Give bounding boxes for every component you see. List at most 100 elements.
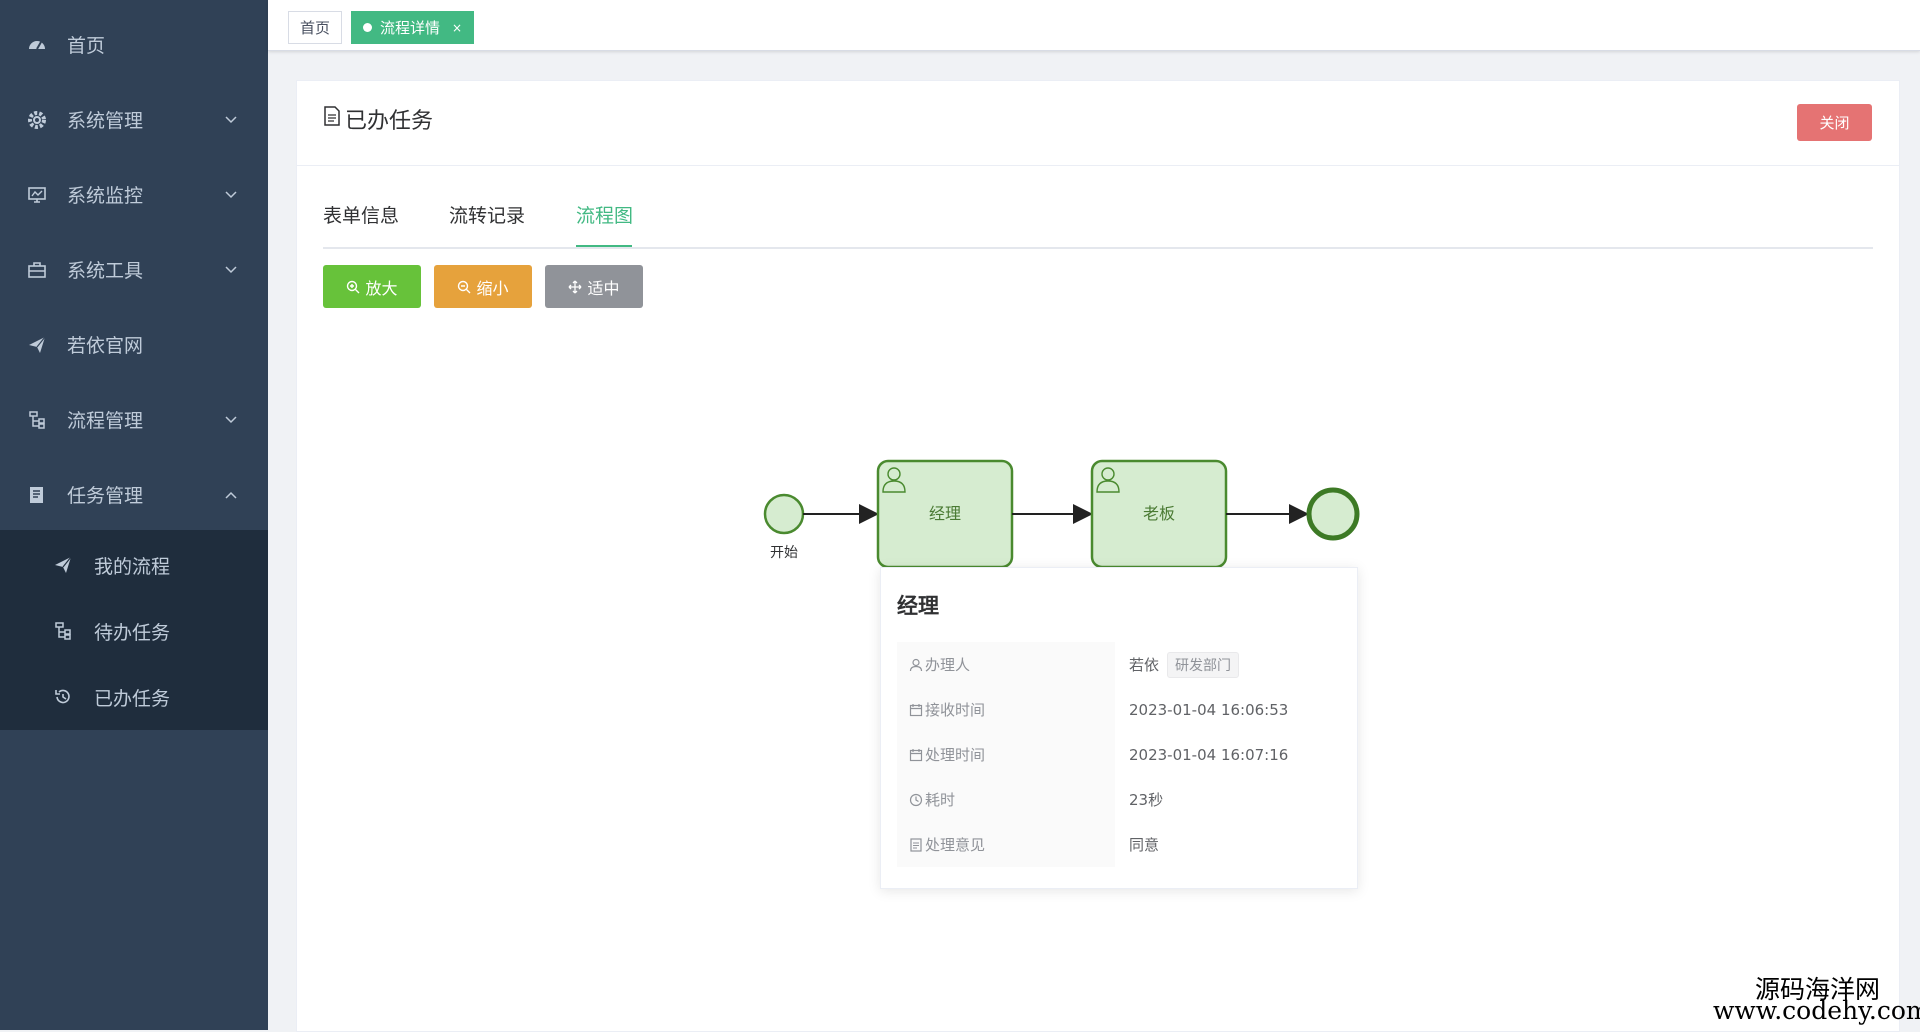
assignee-name: 若依 xyxy=(1129,656,1160,674)
zoom-out-button[interactable]: 缩小 xyxy=(434,265,532,308)
toolbox-icon xyxy=(26,259,48,281)
calendar-icon xyxy=(909,703,923,717)
chevron-down-icon xyxy=(224,113,238,127)
sidebar-item-label: 流程管理 xyxy=(67,410,144,432)
detail-label: 办理人 xyxy=(897,642,1115,687)
task-node-label: 经理 xyxy=(929,504,961,523)
paper-plane-icon xyxy=(26,334,48,356)
popup-title: 经理 xyxy=(897,594,939,618)
user-icon xyxy=(909,658,923,672)
zoom-out-icon xyxy=(457,280,471,294)
task-node-label: 老板 xyxy=(1143,504,1175,523)
detail-label-text: 处理时间 xyxy=(925,746,986,764)
tabs: 表单信息 流转记录 流程图 xyxy=(323,201,1873,249)
zoom-in-icon xyxy=(346,280,360,294)
watermark-title: 源码海洋网 xyxy=(1755,975,1881,1004)
detail-value: 2023-01-04 16:06:53 xyxy=(1129,700,1289,719)
dashboard-icon xyxy=(26,34,48,56)
zoom-in-button[interactable]: 放大 xyxy=(323,265,421,308)
detail-label-text: 耗时 xyxy=(925,791,956,809)
sidebar: 首页 系统管理 系统监控 系统工具 若依官网 流程管理 xyxy=(0,0,268,1030)
tag-home[interactable]: 首页 xyxy=(288,11,343,44)
tab-flow-record[interactable]: 流转记录 xyxy=(449,205,526,227)
sidebar-item-task-management[interactable]: 任务管理 xyxy=(0,457,268,532)
tag-process-detail[interactable]: 流程详情 × xyxy=(351,11,475,44)
detail-row-handle-time: 处理时间 2023-01-04 16:07:16 xyxy=(897,732,1341,777)
tasks-icon xyxy=(26,484,48,506)
sidebar-item-label: 待办任务 xyxy=(94,621,171,644)
monitor-icon xyxy=(26,184,48,206)
detail-label-text: 办理人 xyxy=(925,656,971,674)
detail-label: 接收时间 xyxy=(897,687,1115,732)
sidebar-item-system-tools[interactable]: 系统工具 xyxy=(0,232,268,307)
tab-form-info[interactable]: 表单信息 xyxy=(323,205,400,227)
card-header: 已办任务 关闭 xyxy=(297,81,1899,166)
tag-label: 流程详情 xyxy=(380,19,441,37)
tags-view: 首页 流程详情 × xyxy=(268,0,1920,51)
calendar-icon xyxy=(909,748,923,762)
user-task-icon xyxy=(882,467,906,493)
watermark-url: www.codehy.com xyxy=(1713,996,1920,1025)
button-label: 缩小 xyxy=(476,278,509,298)
move-icon xyxy=(568,280,582,294)
button-label: 适中 xyxy=(587,278,620,298)
start-event[interactable] xyxy=(763,493,805,535)
detail-label: 耗时 xyxy=(897,777,1115,822)
sidebar-item-label: 系统工具 xyxy=(67,260,144,282)
fit-button[interactable]: 适中 xyxy=(545,265,643,308)
detail-value: 同意 xyxy=(1129,836,1160,854)
tree-icon xyxy=(26,409,48,431)
detail-label: 处理时间 xyxy=(897,732,1115,777)
active-dot-icon xyxy=(363,23,372,32)
tab-flow-chart[interactable]: 流程图 xyxy=(576,205,634,227)
chevron-down-icon xyxy=(224,413,238,427)
sidebar-item-process-management[interactable]: 流程管理 xyxy=(0,382,268,457)
sidebar-item-ruoyi-website[interactable]: 若依官网 xyxy=(0,307,268,382)
detail-label: 处理意见 xyxy=(897,822,1115,867)
detail-label-text: 处理意见 xyxy=(925,836,986,854)
close-button[interactable]: 关闭 xyxy=(1797,104,1872,141)
document-icon xyxy=(323,106,341,132)
sidebar-item-label: 已办任务 xyxy=(94,687,171,710)
chevron-up-icon xyxy=(224,488,238,502)
paper-plane-icon xyxy=(52,554,74,576)
document-icon xyxy=(909,837,923,852)
sidebar-item-system-monitor[interactable]: 系统监控 xyxy=(0,157,268,232)
detail-label-text: 接收时间 xyxy=(925,701,986,719)
button-label: 放大 xyxy=(365,278,398,298)
detail-value: 2023-01-04 16:07:16 xyxy=(1129,745,1289,764)
sidebar-item-system-management[interactable]: 系统管理 xyxy=(0,82,268,157)
detail-row-duration: 耗时 23秒 xyxy=(897,777,1341,822)
close-icon[interactable]: × xyxy=(452,20,463,35)
active-tab-indicator xyxy=(576,245,632,247)
user-task-icon xyxy=(1096,467,1120,493)
sidebar-item-my-process[interactable]: 我的流程 xyxy=(0,532,268,598)
tag-label: 首页 xyxy=(300,19,331,37)
detail-row-assignee: 办理人 若依 研发部门 xyxy=(897,642,1341,687)
chevron-down-icon xyxy=(224,188,238,202)
sidebar-item-home[interactable]: 首页 xyxy=(0,7,268,82)
history-icon xyxy=(52,686,74,708)
end-event[interactable] xyxy=(1306,487,1360,541)
detail-value: 23秒 xyxy=(1129,791,1164,809)
detail-value: 若依 研发部门 xyxy=(1129,642,1240,687)
sidebar-item-label: 若依官网 xyxy=(67,335,144,357)
clock-icon xyxy=(909,793,923,807)
chevron-down-icon xyxy=(224,263,238,277)
tree-icon xyxy=(52,620,74,642)
sidebar-item-label: 系统管理 xyxy=(67,110,144,132)
detail-row-receive-time: 接收时间 2023-01-04 16:06:53 xyxy=(897,687,1341,732)
sidebar-item-label: 系统监控 xyxy=(67,185,144,207)
node-detail-popup: 经理 办理人 若依 研发部门 接收时间 2023-01-04 16:06:53 … xyxy=(880,567,1358,889)
sidebar-item-label: 首页 xyxy=(67,35,106,57)
page-title-text: 已办任务 xyxy=(345,109,434,134)
task-submenu: 我的流程 待办任务 已办任务 xyxy=(0,530,268,730)
sidebar-item-todo-tasks[interactable]: 待办任务 xyxy=(0,598,268,664)
gear-icon xyxy=(26,109,48,131)
sidebar-item-done-tasks[interactable]: 已办任务 xyxy=(0,664,268,730)
page-title: 已办任务 xyxy=(323,103,433,135)
start-event-label: 开始 xyxy=(770,545,798,561)
sidebar-item-label: 任务管理 xyxy=(67,485,144,507)
sidebar-item-label: 我的流程 xyxy=(94,555,171,578)
